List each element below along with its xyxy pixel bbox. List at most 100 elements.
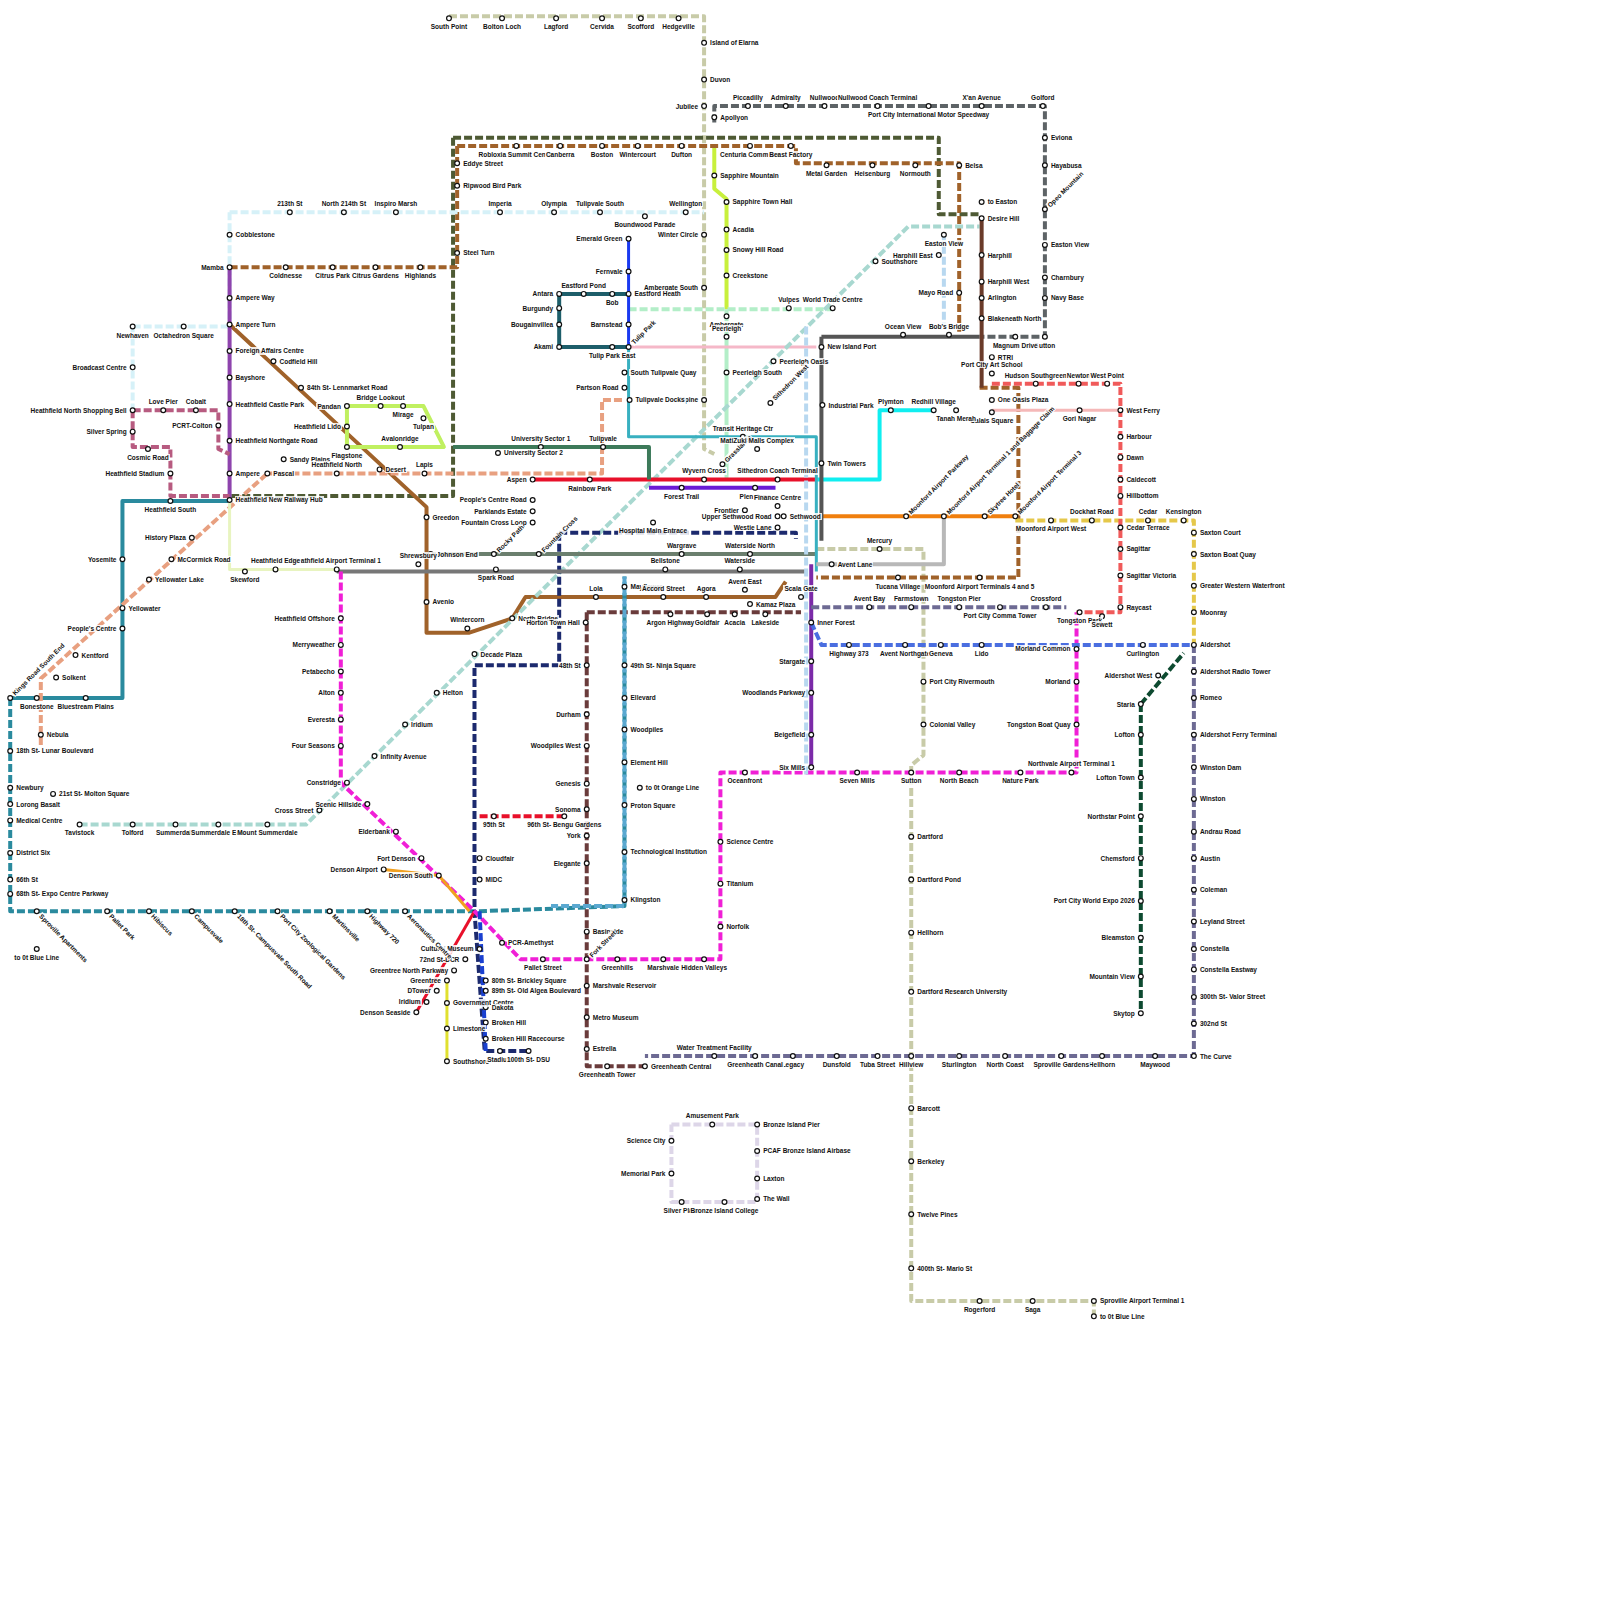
station-label: Saxton Court bbox=[1199, 529, 1242, 536]
station-dot bbox=[77, 822, 82, 827]
station-label: Normouth bbox=[899, 170, 932, 177]
station-dot bbox=[463, 957, 468, 962]
station-label: West Point bbox=[1089, 372, 1124, 379]
station-dot bbox=[173, 822, 178, 827]
station-label: Lola bbox=[588, 585, 603, 592]
station-label: Tulpan bbox=[412, 423, 435, 430]
station-dot bbox=[702, 77, 707, 82]
station-dot bbox=[724, 370, 729, 375]
station-label: Greenheath Canal bbox=[726, 1061, 784, 1068]
station-label: MatiZuki Malls Complex bbox=[719, 437, 795, 444]
station-label: Heathfield Offshore bbox=[274, 615, 336, 622]
station-label: Campusvale bbox=[192, 912, 226, 946]
station-label: Tucana Village bbox=[874, 583, 921, 590]
station-dot bbox=[702, 285, 707, 290]
route-line bbox=[819, 337, 823, 541]
station-dot bbox=[626, 345, 631, 350]
station-dot bbox=[913, 163, 918, 168]
station-label: Tulipvale Docks bbox=[635, 396, 686, 403]
station-dot bbox=[587, 477, 592, 482]
station-label: Upper Sethwood Road bbox=[701, 513, 773, 520]
station-dot bbox=[1042, 135, 1047, 140]
station-dot bbox=[557, 291, 562, 296]
station-label: Stargate bbox=[778, 658, 806, 665]
station-label: Heathfield North bbox=[310, 461, 363, 468]
station-dot bbox=[1076, 381, 1081, 386]
station-dot bbox=[600, 144, 605, 149]
station-label: Marshvale Reservoir bbox=[592, 982, 658, 989]
station-dot bbox=[909, 770, 914, 775]
station-dot bbox=[669, 1138, 674, 1143]
station-dot bbox=[702, 477, 707, 482]
station-dot bbox=[679, 552, 684, 557]
station-label: Olympia bbox=[540, 200, 568, 207]
station-dot bbox=[1191, 919, 1196, 924]
station-label: Sithedron Coach Terminal bbox=[736, 467, 818, 474]
station-label: Sutton bbox=[900, 777, 923, 784]
station-label: Constella Eastway bbox=[1199, 966, 1258, 973]
route-line bbox=[811, 605, 1066, 609]
station-dot bbox=[622, 385, 627, 390]
station-label: Tulip Park bbox=[629, 318, 657, 346]
station-dot bbox=[936, 253, 941, 258]
station-label: Heisenburg bbox=[854, 170, 892, 177]
station-dot bbox=[651, 520, 656, 525]
station-dot bbox=[416, 562, 421, 567]
station-dot bbox=[422, 471, 427, 476]
station-dot bbox=[398, 445, 403, 450]
station-dot bbox=[1191, 829, 1196, 834]
station-label: Hudson Southgreen bbox=[1004, 372, 1068, 379]
station-label: Rainbow Park bbox=[567, 485, 612, 492]
station-dot bbox=[381, 867, 386, 872]
station-label: Tulipvale South bbox=[575, 200, 625, 207]
station-dot bbox=[824, 163, 829, 168]
station-dot bbox=[557, 306, 562, 311]
station-label: Moonray bbox=[1199, 609, 1228, 616]
station-label: University Sector 2 bbox=[503, 449, 564, 456]
station-label: Twelve Pines bbox=[916, 1211, 958, 1218]
station-label: Pandan bbox=[316, 403, 341, 410]
station-label: Blakeneath North bbox=[987, 315, 1043, 322]
station-dot bbox=[742, 587, 747, 592]
station-label: Bolton Loch bbox=[482, 23, 522, 30]
station-label: Coldnesse bbox=[268, 272, 303, 279]
station-dot bbox=[1153, 1054, 1158, 1059]
station-label: Bluestream Plains bbox=[57, 703, 115, 710]
station-label: Sethwood bbox=[789, 513, 822, 520]
station-label: Bonestone bbox=[19, 703, 55, 710]
station-label: Ampere Turn bbox=[235, 321, 277, 328]
station-dot bbox=[1118, 408, 1123, 413]
station-label: Wintercourt bbox=[619, 151, 657, 158]
station-label: Hospital Main Entrace bbox=[618, 527, 688, 534]
station-label: 48th St bbox=[558, 662, 582, 669]
route-line bbox=[816, 514, 1015, 518]
station-label: Harphill West bbox=[987, 278, 1030, 285]
station-dot bbox=[283, 265, 288, 270]
station-label: Coleman bbox=[1199, 886, 1228, 893]
station-label: Imperia bbox=[487, 200, 512, 207]
station-label: Nature Park bbox=[1001, 777, 1040, 784]
station-dot bbox=[1049, 518, 1054, 523]
station-label: Moonford Airport Parkway bbox=[906, 452, 970, 516]
station-label: Farmstown bbox=[893, 595, 930, 602]
station-dot bbox=[947, 332, 952, 337]
station-dot bbox=[637, 785, 642, 790]
station-label: Metal Garden bbox=[805, 170, 848, 177]
station-dot bbox=[327, 909, 332, 914]
station-label: Hedgeville bbox=[661, 23, 696, 30]
station-dot bbox=[34, 909, 39, 914]
station-label: Foreign Affairs Centre bbox=[235, 347, 305, 354]
station-dot bbox=[418, 265, 423, 270]
station-label: Broadcast Centre bbox=[71, 364, 127, 371]
station-dot bbox=[1191, 610, 1196, 615]
station-label: Newton bbox=[1066, 372, 1091, 379]
station-dot bbox=[584, 861, 589, 866]
station-label: Citrus Gardens bbox=[351, 272, 400, 279]
station-label: Aldershot Radio Tower bbox=[1199, 668, 1272, 675]
station-label: Heathfield Stadium bbox=[105, 470, 166, 477]
station-dot bbox=[855, 770, 860, 775]
station-label: Navy Base bbox=[1050, 294, 1085, 301]
station-dot bbox=[1100, 1054, 1105, 1059]
station-label: Greentree North Parkway bbox=[369, 967, 449, 974]
station-dot bbox=[909, 1159, 914, 1164]
